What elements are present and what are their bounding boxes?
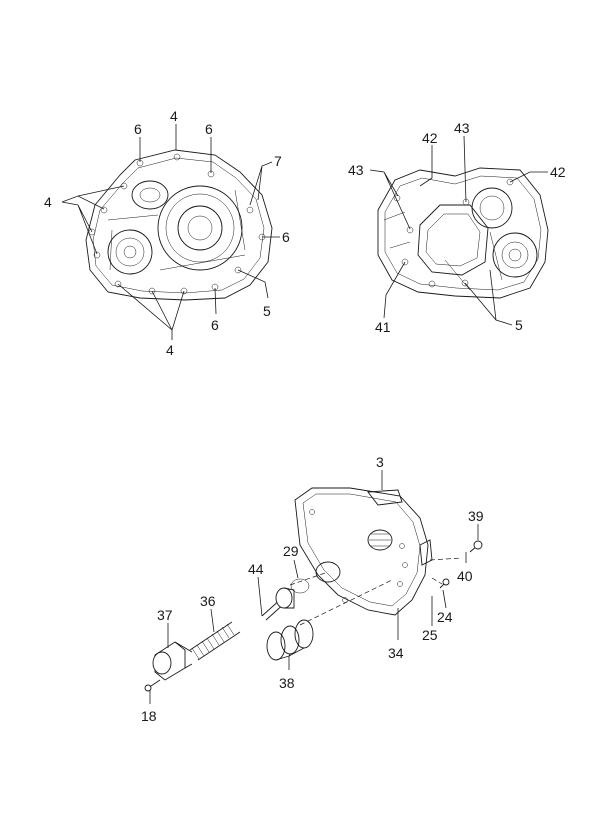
spring-36 [189,621,241,661]
callout-4-left: 4 [44,194,52,210]
exploded-callouts: 3 39 29 44 40 36 37 24 25 34 38 18 [141,454,484,724]
callout-34: 34 [388,645,404,661]
bolt-24 [439,578,450,589]
callout-4-top: 4 [170,108,178,124]
callout-5-front: 5 [263,303,271,319]
callout-5-rear: 5 [515,317,523,333]
callout-3: 3 [376,454,384,470]
accumulator-piston-44 [261,587,295,621]
callout-7: 7 [274,153,282,169]
bolt-18 [144,679,161,692]
callout-6-right: 6 [282,229,290,245]
rear-case-leader-lines [369,135,548,326]
front-case-callouts: 4 6 6 7 4 6 5 6 4 [44,108,290,358]
callout-38: 38 [279,675,295,691]
callout-4-bottom: 4 [166,342,174,358]
callout-36: 36 [200,593,216,609]
callout-6-top-mid: 6 [205,121,213,137]
rear-case-callouts: 43 42 43 42 41 5 [348,120,566,335]
callout-42-left: 42 [422,130,438,146]
dashed-assembly-lines [289,557,463,626]
callout-40: 40 [457,568,473,584]
callout-25: 25 [422,627,438,643]
side-cover-assembly [294,487,433,616]
callout-41: 41 [375,319,391,335]
callout-39: 39 [468,508,484,524]
rear-transmission-case [377,167,549,299]
callout-6-top-left: 6 [134,121,142,137]
front-transmission-case [85,149,273,301]
callout-24: 24 [437,609,453,625]
callout-18: 18 [141,708,157,724]
bolt-39 [469,540,483,553]
front-case-leader-lines [61,124,280,340]
o-ring-29 [290,578,310,594]
exploded-leader-lines [149,470,479,704]
callout-29: 29 [283,543,299,559]
callout-44: 44 [248,561,264,577]
accumulator-housing-37 [152,641,193,681]
callout-43-top: 43 [454,120,470,136]
callout-37: 37 [157,607,173,623]
callout-43-left: 43 [348,162,364,178]
callout-6-bottom: 6 [211,317,219,333]
callout-42-right: 42 [550,164,566,180]
